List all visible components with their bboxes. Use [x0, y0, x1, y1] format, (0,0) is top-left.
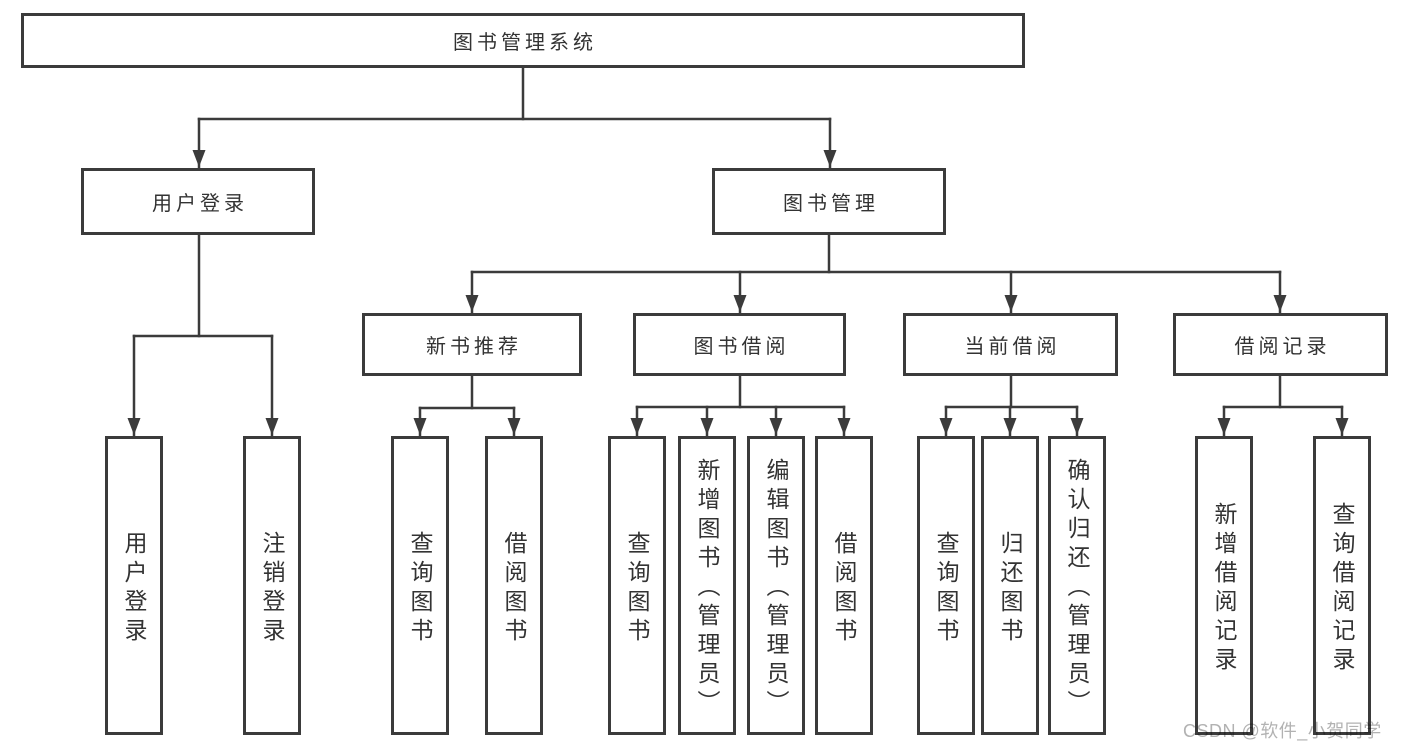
node-bb-query-books-label: 查询图书	[624, 530, 650, 647]
node-bb-edit-books-admin-label: 编辑图书（管理员）	[763, 458, 789, 719]
node-bb-add-books-admin-label: 新增图书（管理员）	[694, 458, 720, 719]
node-nbr-borrow-books: 借阅图书	[485, 436, 543, 735]
node-bb-edit-books-admin: 编辑图书（管理员）	[747, 436, 805, 735]
node-new-book-recommend-label: 新书推荐	[426, 336, 522, 358]
node-br-query-record-label: 查询借阅记录	[1329, 501, 1355, 676]
node-bb-borrow-books: 借阅图书	[815, 436, 873, 735]
node-cb-return-books-label: 归还图书	[997, 530, 1023, 647]
node-nbr-query-books: 查询图书	[391, 436, 449, 735]
node-new-book-recommend: 新书推荐	[362, 313, 582, 376]
node-cb-return-books: 归还图书	[981, 436, 1039, 735]
node-borrowing-records: 借阅记录	[1173, 313, 1388, 376]
node-user-login-group-label: 用户登录	[152, 193, 248, 215]
node-nbr-query-books-label: 查询图书	[407, 530, 433, 647]
node-user-login-label: 用户登录	[121, 530, 147, 647]
node-bb-add-books-admin: 新增图书（管理员）	[678, 436, 736, 735]
node-current-borrowing-label: 当前借阅	[964, 336, 1061, 358]
node-book-management: 图书管理	[712, 168, 946, 235]
node-logout: 注销登录	[243, 436, 301, 735]
node-book-borrowing: 图书借阅	[633, 313, 846, 376]
node-user-login: 用户登录	[105, 436, 163, 735]
node-bb-query-books: 查询图书	[608, 436, 666, 735]
node-br-add-record: 新增借阅记录	[1195, 436, 1253, 735]
node-user-login-group: 用户登录	[81, 168, 315, 235]
node-library-management-system-label: 图书管理系统	[453, 32, 597, 54]
node-cb-confirm-return-admin-label: 确认归还（管理员）	[1064, 458, 1090, 719]
node-bb-borrow-books-label: 借阅图书	[831, 530, 857, 647]
node-borrowing-records-label: 借阅记录	[1234, 336, 1331, 358]
node-cb-confirm-return-admin: 确认归还（管理员）	[1048, 436, 1106, 735]
node-current-borrowing: 当前借阅	[903, 313, 1118, 376]
node-cb-query-books: 查询图书	[917, 436, 975, 735]
node-br-query-record: 查询借阅记录	[1313, 436, 1371, 735]
node-nbr-borrow-books-label: 借阅图书	[501, 530, 527, 647]
node-br-add-record-label: 新增借阅记录	[1211, 501, 1237, 676]
node-library-management-system: 图书管理系统	[21, 13, 1025, 68]
node-logout-label: 注销登录	[259, 530, 285, 647]
node-book-borrowing-label: 图书借阅	[693, 336, 790, 358]
node-cb-query-books-label: 查询图书	[933, 530, 959, 647]
csdn-watermark: CSDN @软件_小贺同学	[1183, 721, 1382, 741]
node-book-management-label: 图书管理	[783, 193, 879, 215]
